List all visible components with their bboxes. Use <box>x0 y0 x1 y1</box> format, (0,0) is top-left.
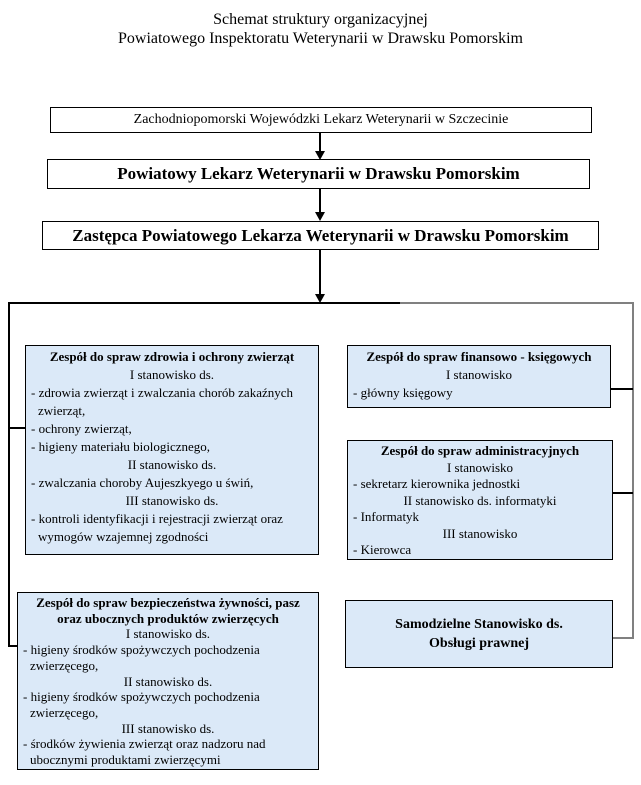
arrow-head-icon <box>315 212 325 221</box>
connector-stub-finance <box>611 388 633 390</box>
page-title: Schemat struktury organizacyjnej Powiato… <box>0 10 641 48</box>
team-admin-position: II stanowisko ds. informatyki <box>403 492 557 508</box>
team-finance-title: Zespół do spraw finansowo - księgowych <box>366 349 592 364</box>
team-food-duty: - środków żywienia zwierząt oraz nadzoru… <box>23 736 266 768</box>
connector-stub-admin <box>613 492 633 494</box>
team-food-title-line1: Zespół do spraw bezpieczeństwa żywności,… <box>36 595 300 610</box>
arrow-line-2 <box>319 189 321 213</box>
team-health-position: III stanowisko ds. <box>125 493 219 508</box>
team-food-position: III stanowisko ds. <box>121 720 215 736</box>
arrow-head-icon <box>315 151 325 160</box>
team-food-duty: - higieny środków spożywczych pochodzeni… <box>23 689 260 720</box>
team-health-duty: - zwalczania choroby Aujeszkyego u świń, <box>31 475 254 490</box>
team-finance-position: I stanowisko <box>445 367 513 382</box>
team-admin-title: Zespół do spraw administracyjnych <box>380 443 580 458</box>
team-food-duty: - higieny środków spożywczych pochodzeni… <box>23 642 260 673</box>
box-district-vet: Powiatowy Lekarz Weterynarii w Drawsku P… <box>47 159 590 189</box>
team-admin-duty: - Informatyk <box>353 509 420 524</box>
arrow-line-3 <box>319 250 321 295</box>
page-title-line2: Powiatowego Inspektoratu Weterynarii w D… <box>117 30 523 47</box>
box-voivodeship-vet-label: Zachodniopomorski Wojewódzki Lekarz Wete… <box>133 112 509 127</box>
team-health-duty: - ochrony zwierząt, <box>31 421 132 436</box>
team-admin-position: III stanowisko <box>442 525 518 541</box>
box-district-vet-label: Powiatowy Lekarz Weterynarii w Drawsku P… <box>117 164 520 183</box>
team-health-position: I stanowisko ds. <box>129 367 215 382</box>
arrow-head-icon <box>315 294 325 303</box>
box-deputy-district-vet: Zastępca Powiatowego Lekarza Weterynarii… <box>42 221 599 250</box>
box-deputy-district-vet-label: Zastępca Powiatowego Lekarza Weterynarii… <box>72 226 569 245</box>
team-food-position: I stanowisko ds. <box>125 626 211 642</box>
connector-horizontal-left <box>8 302 401 304</box>
team-health-duty: - kontroli identyfikacji i rejestracji z… <box>31 511 283 544</box>
team-health-title: Zespół do spraw zdrowia i ochrony zwierz… <box>49 349 295 364</box>
team-box-finance: Zespół do spraw finansowo - księgowych I… <box>347 345 611 408</box>
team-admin-duty: - Kierowca <box>353 542 412 557</box>
connector-vertical-left <box>8 302 10 647</box>
team-legal-title-line2: Obsługi prawnej <box>429 636 529 651</box>
connector-stub-health <box>8 427 26 429</box>
team-finance-duty: - główny księgowy <box>353 385 453 400</box>
team-health-position: II stanowisko ds. <box>127 457 217 472</box>
team-legal-title-line1: Samodzielne Stanowisko ds. <box>395 617 563 632</box>
connector-stub-food <box>8 645 18 647</box>
connector-stub-legal <box>613 637 633 639</box>
team-health-duty: - zdrowia zwierząt i zwalczania chorób z… <box>31 385 294 418</box>
connector-horizontal-right <box>400 302 634 304</box>
team-box-food-safety: Zespół do spraw bezpieczeństwa żywności,… <box>17 592 319 770</box>
team-box-legal: Samodzielne Stanowisko ds. Obsługi prawn… <box>345 600 613 668</box>
arrow-line-1 <box>319 133 321 152</box>
team-admin-position: I stanowisko <box>446 459 514 475</box>
team-health-duty: - higieny materiału biologicznego, <box>31 439 211 454</box>
page-title-line1: Schemat struktury organizacyjnej <box>213 11 428 28</box>
team-food-title-line2: oraz ubocznych produktów zwierzęcych <box>57 610 279 626</box>
team-food-position: II stanowisko ds. <box>123 673 213 689</box>
team-box-health: Zespół do spraw zdrowia i ochrony zwierz… <box>25 345 319 555</box>
box-voivodeship-vet: Zachodniopomorski Wojewódzki Lekarz Wete… <box>50 107 592 133</box>
team-admin-duty: - sekretarz kierownika jednostki <box>353 476 521 491</box>
team-box-admin: Zespół do spraw administracyjnych I stan… <box>347 440 613 560</box>
connector-vertical-right <box>632 302 634 639</box>
